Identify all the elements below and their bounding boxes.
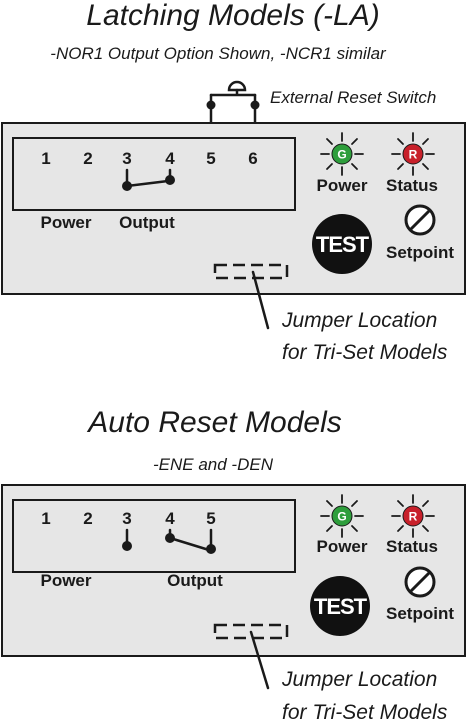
power-led-letter: G <box>337 148 346 162</box>
setpoint-label: Setpoint <box>386 604 454 623</box>
contact-arm <box>168 536 211 552</box>
contact-arm <box>125 179 170 188</box>
setpoint-adjust[interactable] <box>404 204 436 236</box>
terminal-6: 6 <box>248 149 257 168</box>
test-button-face[interactable] <box>312 214 372 274</box>
status-led: R <box>391 132 435 176</box>
output-relay-contact <box>122 528 216 554</box>
status-led: R <box>391 494 435 538</box>
jumper-note-line1: Jumper Location <box>281 309 437 332</box>
led-ray <box>351 163 358 170</box>
led-ray <box>326 138 333 145</box>
terminal-3: 3 <box>122 149 131 168</box>
test-button[interactable]: TEST <box>312 214 372 274</box>
status-led-label: Status <box>386 176 438 195</box>
terminal-3: 3 <box>122 509 131 528</box>
setpoint-adjust[interactable] <box>404 566 436 598</box>
led-ray <box>326 525 333 532</box>
contact-node-5 <box>206 544 216 554</box>
setpoint-slot <box>409 209 431 231</box>
status-led-lamp <box>402 505 424 527</box>
test-button[interactable]: TEST <box>310 576 370 636</box>
group-label-power: Power <box>40 213 91 232</box>
power-led: G <box>320 132 364 176</box>
push-button-cap-icon <box>227 80 247 92</box>
group-label-output: Output <box>119 213 175 232</box>
terminal-5: 5 <box>206 149 215 168</box>
jumper-leader-line <box>251 270 270 330</box>
output-relay-contact <box>122 168 175 191</box>
setpoint-slot <box>409 571 431 593</box>
power-led-label: Power <box>316 176 367 195</box>
terminal-1: 1 <box>41 149 50 168</box>
terminal-5: 5 <box>206 509 215 528</box>
status-led-lamp <box>402 143 424 165</box>
jumper-note-line2: for Tri-Set Models <box>282 341 448 364</box>
power-led-lamp <box>331 505 353 527</box>
led-ray <box>397 525 404 532</box>
latching-subtitle: -NOR1 Output Option Shown, -NCR1 similar <box>50 44 387 63</box>
jumper-location-outline <box>213 263 289 280</box>
led-ray <box>326 500 333 507</box>
terminal-2: 2 <box>83 509 92 528</box>
auto-reset-subtitle: -ENE and -DEN <box>153 455 274 474</box>
terminal-2: 2 <box>83 149 92 168</box>
latching-terminal-block <box>12 137 296 211</box>
led-ray <box>422 500 429 507</box>
power-led: G <box>320 494 364 538</box>
group-label-output: Output <box>167 571 223 590</box>
test-button-label: TEST <box>316 232 370 257</box>
power-led-label: Power <box>316 537 367 556</box>
led-ray <box>397 138 404 145</box>
led-ray <box>422 163 429 170</box>
jumper-leader-line <box>249 630 270 690</box>
contact-node-4 <box>165 175 175 185</box>
contact-node-3 <box>122 541 132 551</box>
status-led-letter: R <box>409 148 418 162</box>
auto-reset-title: Auto Reset Models <box>86 406 341 439</box>
led-ray <box>397 163 404 170</box>
latching-section: Latching Models (-LA) -NOR1 Output Optio… <box>1 0 466 364</box>
jumper-note-line1: Jumper Location <box>281 668 437 691</box>
power-led-lamp <box>331 143 353 165</box>
terminal-1: 1 <box>41 509 50 528</box>
auto-reset-section: Auto Reset Models -ENE and -DEN 1 2 3 4 … <box>1 406 466 724</box>
test-button-label: TEST <box>314 594 368 619</box>
terminal-4: 4 <box>165 149 175 168</box>
jumper-location-outline <box>213 623 289 640</box>
terminal-4: 4 <box>165 509 175 528</box>
jumper-note-line2: for Tri-Set Models <box>282 701 448 724</box>
led-ray <box>326 163 333 170</box>
status-led-letter: R <box>409 510 418 524</box>
status-led-label: Status <box>386 537 438 556</box>
led-ray <box>422 138 429 145</box>
led-ray <box>351 525 358 532</box>
led-ray <box>422 525 429 532</box>
reset-switch-label: External Reset Switch <box>270 88 436 107</box>
latching-title: Latching Models (-LA) <box>86 0 379 32</box>
power-led-letter: G <box>337 510 346 524</box>
led-ray <box>397 500 404 507</box>
led-ray <box>351 138 358 145</box>
auto-reset-terminal-block <box>12 499 296 573</box>
setpoint-label: Setpoint <box>386 243 454 262</box>
test-button-face[interactable] <box>310 576 370 636</box>
group-label-power: Power <box>40 571 91 590</box>
led-ray <box>351 500 358 507</box>
